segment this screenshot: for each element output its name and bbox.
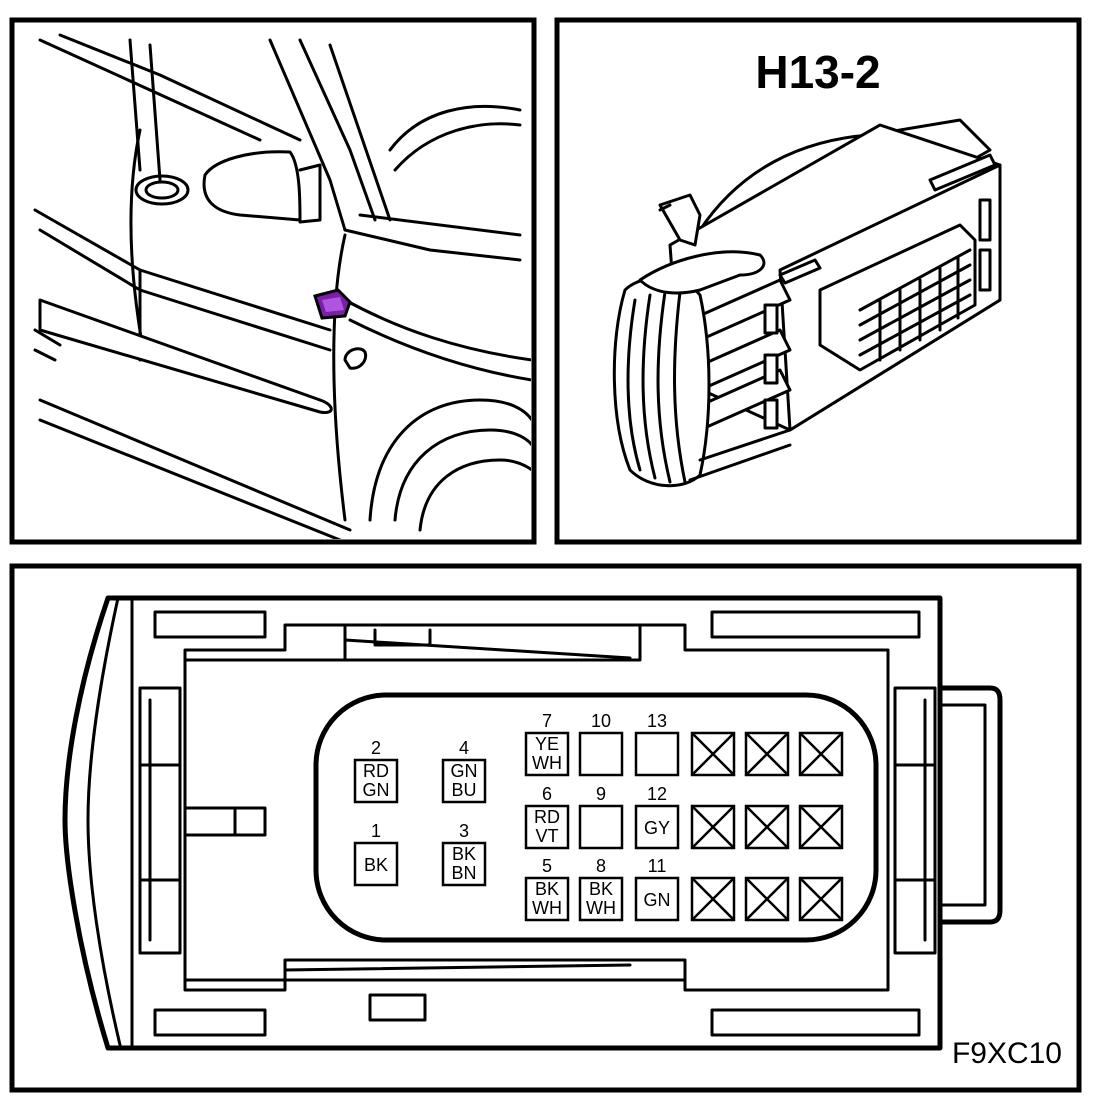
pin-cavity [524, 804, 570, 850]
pin-number: 9 [596, 784, 606, 804]
pin-number: 6 [542, 784, 552, 804]
connector-title: H13-2 [755, 46, 880, 98]
pin-cavity [441, 758, 487, 804]
pin-number: 1 [371, 821, 381, 841]
pin-10: 10 [578, 711, 624, 777]
pin-number: 8 [596, 856, 606, 876]
pin-number: 4 [459, 738, 469, 758]
pin-number: 5 [542, 856, 552, 876]
wire-color-code: GY [644, 818, 670, 838]
blocked-cavity [798, 804, 844, 850]
figure-code: F9XC10 [952, 1037, 1062, 1070]
wire-color-code: WH [586, 898, 616, 918]
pin-cavity [441, 841, 487, 887]
pin-number: 2 [371, 738, 381, 758]
pin-cavity [353, 841, 399, 887]
wire-color-code: GN [644, 890, 671, 910]
pin-number: 7 [542, 711, 552, 731]
pin-cavity [578, 804, 624, 850]
wire-color-code: BN [451, 863, 476, 883]
blocked-cavity [690, 731, 736, 777]
pin-cavity [634, 804, 680, 850]
wire-color-code: WH [532, 898, 562, 918]
blocked-cavity [744, 731, 790, 777]
wire-color-code: BK [364, 855, 388, 875]
vehicle-location-view [9, 17, 537, 545]
wire-color-code: BK [452, 844, 476, 864]
pin-number: 3 [459, 821, 469, 841]
wire-color-code: RD [363, 761, 389, 781]
pin-cavity [524, 876, 570, 922]
pin-13: 13 [634, 711, 680, 777]
wire-color-code: RD [534, 807, 560, 827]
pin-number: 11 [648, 856, 667, 876]
pin-number: 10 [591, 711, 611, 731]
blocked-cavity [744, 804, 790, 850]
blocked-cavity [690, 876, 736, 922]
pin-1: 1BK [353, 821, 399, 887]
wire-color-code: BK [589, 879, 613, 899]
pin-cavity [634, 731, 680, 777]
blocked-cavities [690, 731, 844, 922]
pin-cavity [634, 876, 680, 922]
blocked-cavity [798, 731, 844, 777]
wire-color-code: BU [451, 780, 476, 800]
wire-color-code: GN [451, 761, 478, 781]
pin-number: 12 [647, 784, 667, 804]
wire-color-code: GN [363, 780, 390, 800]
pin-cavity [524, 731, 570, 777]
blocked-cavity [798, 876, 844, 922]
wire-color-code: VT [535, 826, 558, 846]
pin-cavity [578, 731, 624, 777]
connector-3d-view: H13-2 [554, 17, 1082, 545]
cavity-grid [858, 248, 972, 362]
wire-color-code: WH [532, 753, 562, 773]
wire-color-code: YE [535, 734, 559, 754]
wire-color-code: BK [535, 879, 559, 899]
blocked-cavity [744, 876, 790, 922]
pin-number: 13 [647, 711, 667, 731]
pin-cavity [578, 876, 624, 922]
pin-9: 9 [578, 784, 624, 850]
pin-cavity [353, 758, 399, 804]
blocked-cavity [690, 804, 736, 850]
